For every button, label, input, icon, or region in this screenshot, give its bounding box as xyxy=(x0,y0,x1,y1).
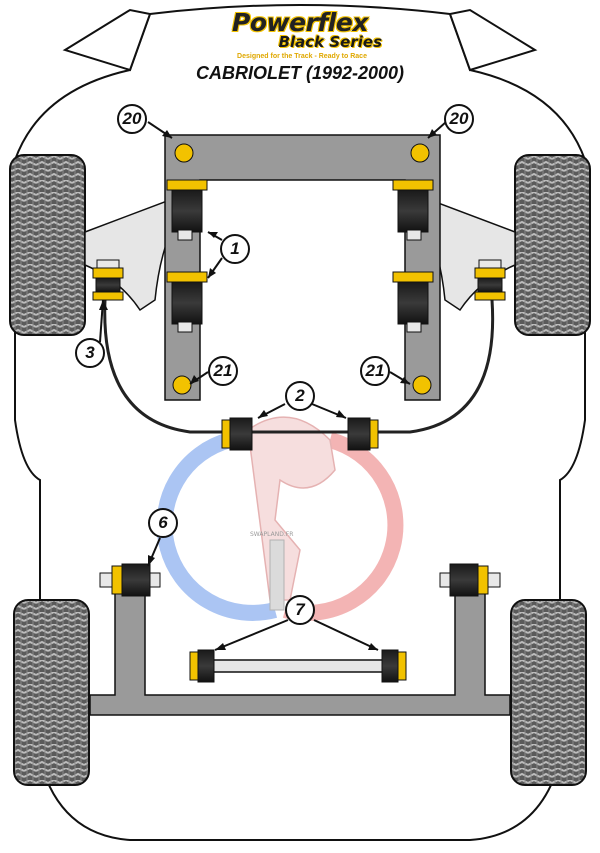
front-right-wheel xyxy=(514,154,591,336)
brand-series: Black Series xyxy=(278,33,382,51)
rear-right-wheel xyxy=(510,599,587,786)
tie-bar-bush-right xyxy=(381,649,407,683)
callout-20-left: 20 xyxy=(117,104,147,134)
brand-tagline: Designed for the Track - Ready to Race xyxy=(237,53,367,60)
rear-tie-bar xyxy=(209,659,386,673)
callout-2: 2 xyxy=(285,381,315,411)
subframe-mount-tr xyxy=(410,143,430,163)
arb-bush-right xyxy=(347,417,379,451)
subframe-mount-br xyxy=(412,375,432,395)
wishbone-bush-left-rear xyxy=(166,271,208,333)
subframe-mount-tl xyxy=(174,143,194,163)
rear-axle-beam xyxy=(89,589,511,716)
arb-bush-left xyxy=(221,417,253,451)
page-title: CABRIOLET (1992-2000) xyxy=(195,63,405,83)
callout-21-left: 21 xyxy=(208,356,238,386)
callout-6: 6 xyxy=(148,508,178,538)
callout-21-right: 21 xyxy=(360,356,390,386)
callout-3: 3 xyxy=(75,338,105,368)
callout-1: 1 xyxy=(220,234,250,264)
rear-beam-bush-left xyxy=(99,563,161,597)
subframe-mount-bl xyxy=(172,375,192,395)
drop-link-left xyxy=(92,259,124,301)
wishbone-bush-right-front xyxy=(392,179,434,241)
brand-name: Powerflex xyxy=(232,8,368,37)
watermark-logo xyxy=(156,416,404,621)
wishbone-bush-right-rear xyxy=(392,271,434,333)
tie-bar-bush-left xyxy=(189,649,215,683)
rear-beam-bush-right xyxy=(439,563,501,597)
wishbone-bush-left-front xyxy=(166,179,208,241)
drop-link-right xyxy=(474,259,506,301)
powerflex-logo: Powerflex Black Series xyxy=(218,8,382,54)
callout-20-right: 20 xyxy=(444,104,474,134)
watermark-text: SWAPLAND.FR xyxy=(250,531,294,538)
left-mirror xyxy=(62,8,152,72)
rear-left-wheel xyxy=(13,599,90,786)
front-anti-roll-bar xyxy=(103,299,495,434)
callout-7: 7 xyxy=(285,595,315,625)
leader-arrowheads xyxy=(99,129,437,650)
front-left-wheel xyxy=(9,154,86,336)
right-mirror xyxy=(448,8,538,72)
